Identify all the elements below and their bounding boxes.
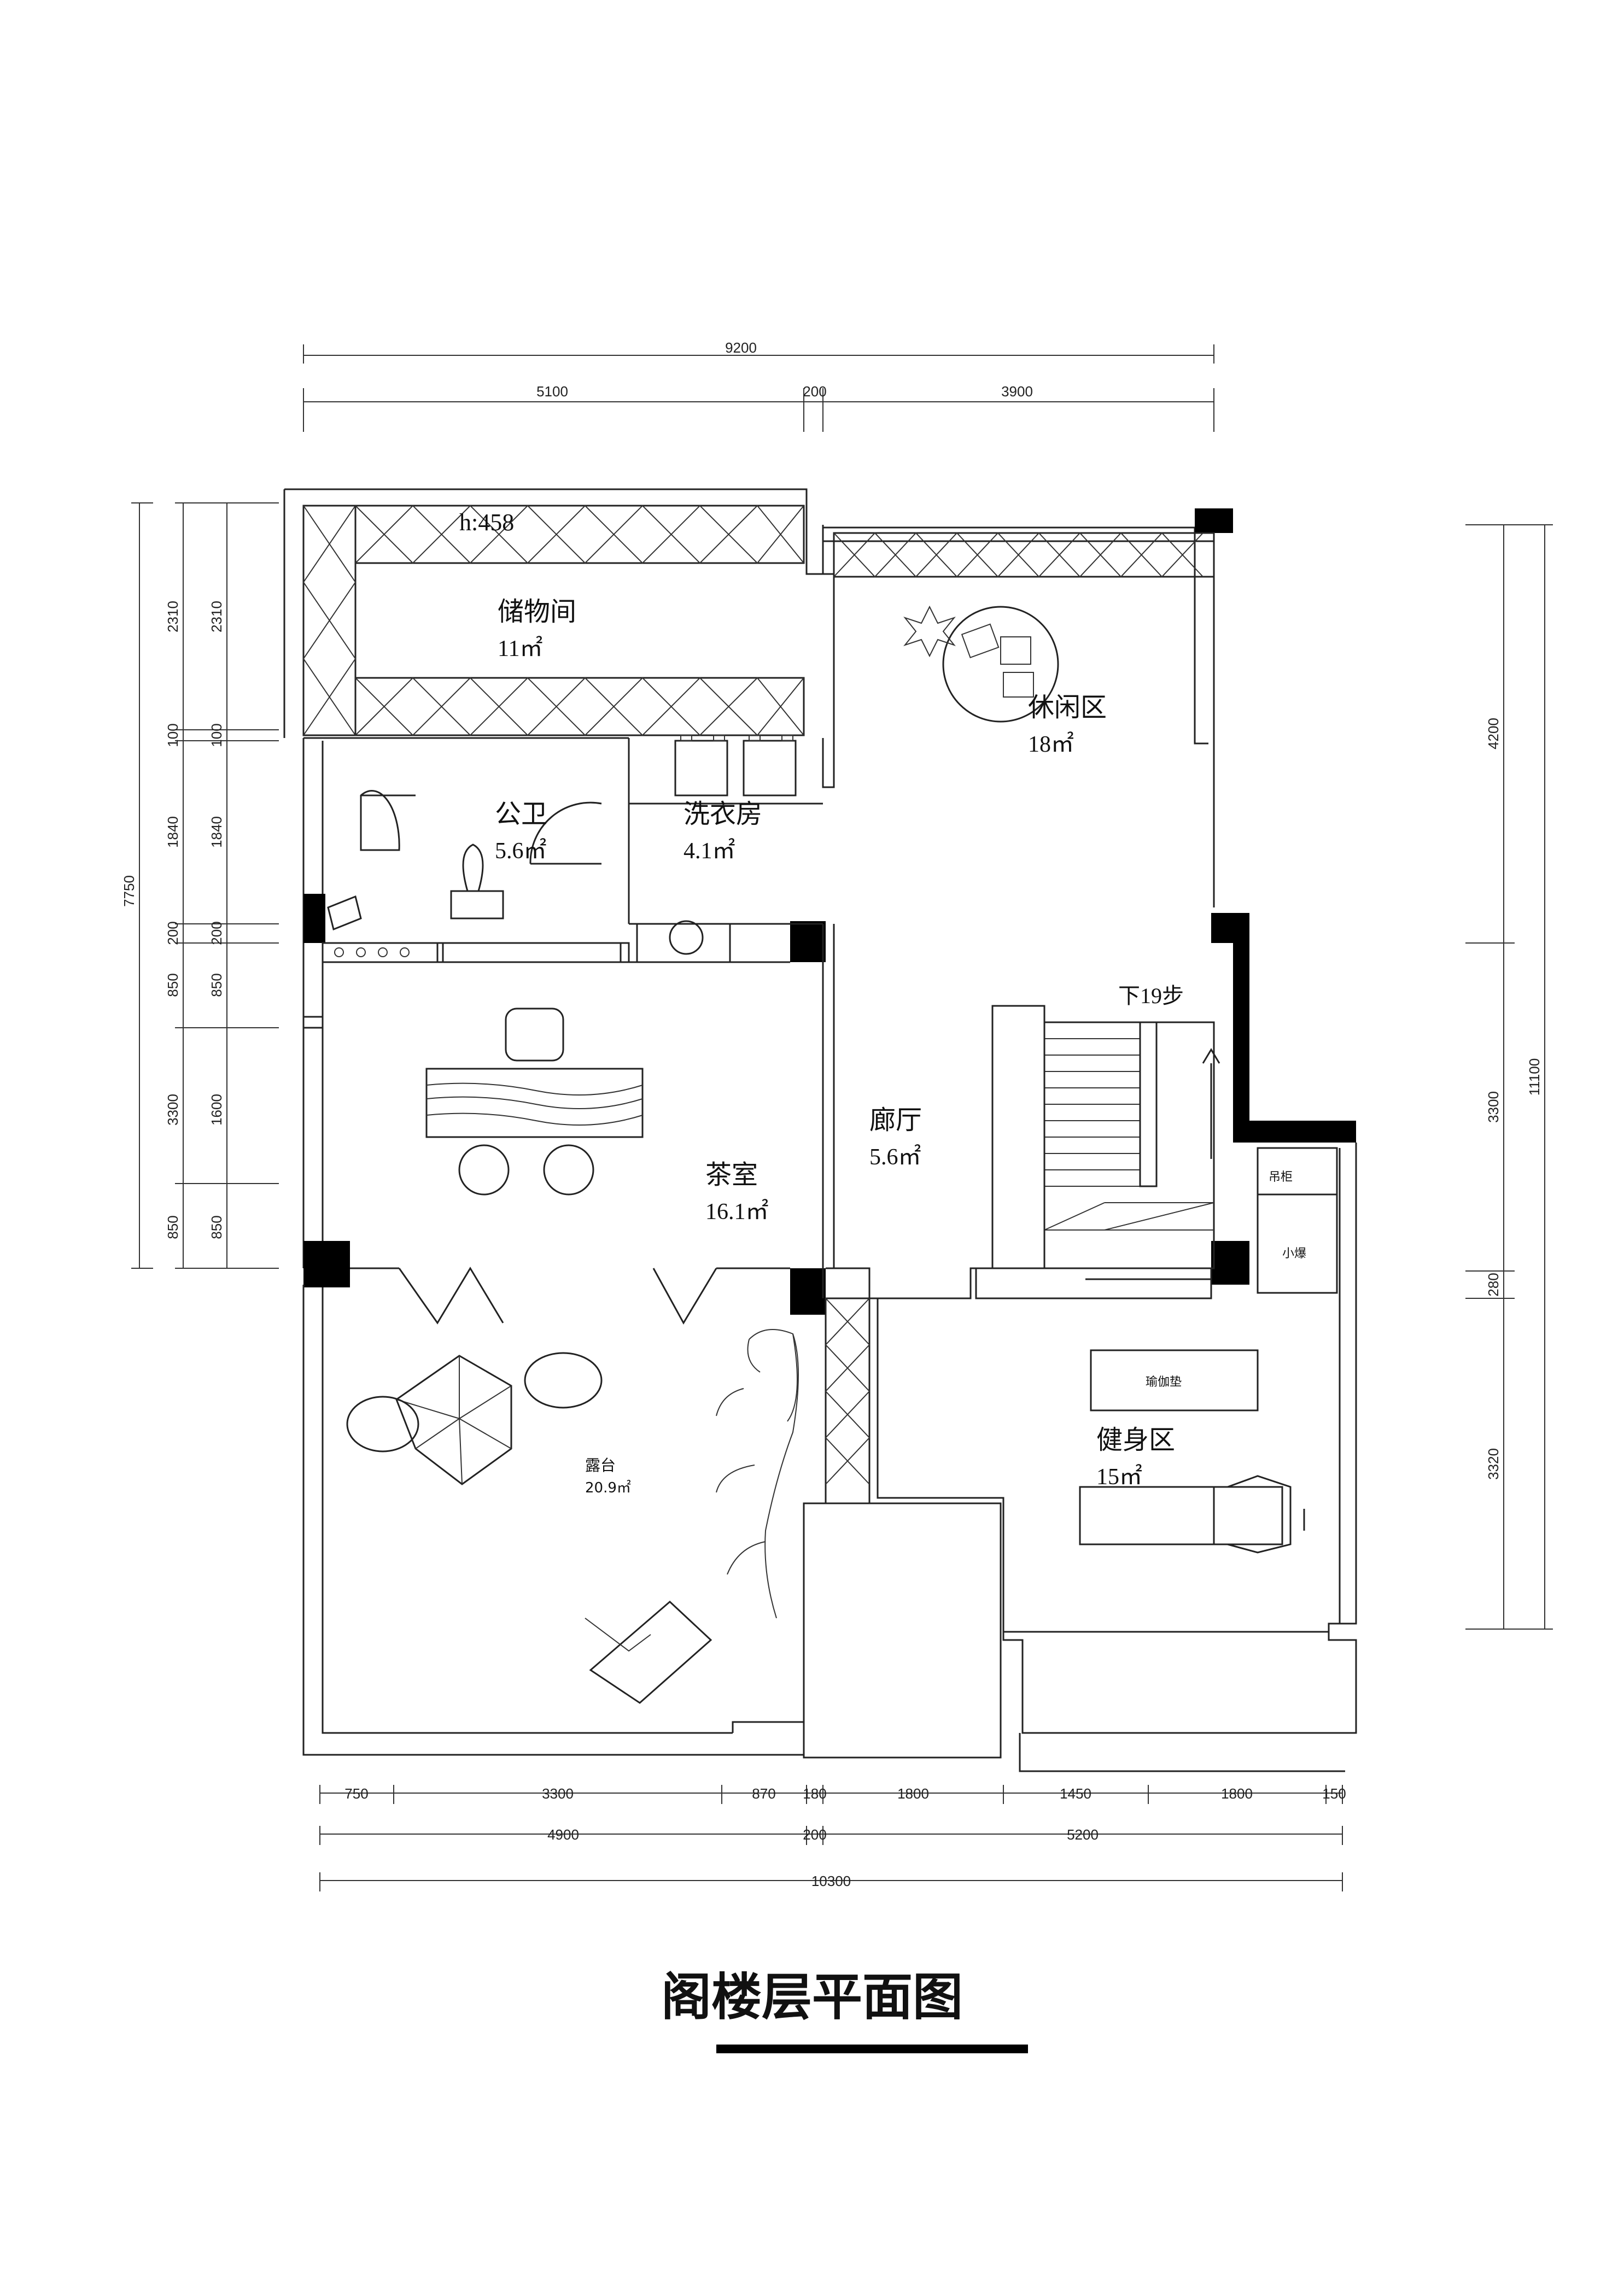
dim-right-inner-4: 3320 xyxy=(1485,1448,1502,1480)
cabinet-label: 吊柜 xyxy=(1269,1170,1293,1184)
gym-equipment xyxy=(1079,1349,1305,1554)
dim-bottom-4: 180 xyxy=(803,1785,826,1802)
dim-bottom-total: 10300 xyxy=(811,1873,851,1889)
dim-bottom-8: 150 xyxy=(1322,1785,1346,1802)
dim-top-c: 3900 xyxy=(1001,383,1033,400)
dim-left-mid-3: 1840 xyxy=(165,816,181,848)
dim-right-inner-1: 4200 xyxy=(1485,718,1502,749)
gym-area: 15㎡ xyxy=(1096,1464,1142,1490)
staircase xyxy=(975,1005,1220,1299)
dim-bottom-6: 1450 xyxy=(1060,1785,1091,1802)
terrace-name: 露台 xyxy=(585,1456,616,1474)
tea-area: 16.1㎡ xyxy=(705,1199,769,1225)
laundry-name: 洗衣房 xyxy=(684,799,762,829)
dim-top-total: 9200 xyxy=(725,339,757,356)
dim-left-inner-2: 100 xyxy=(208,723,225,747)
dim-bottom-1: 750 xyxy=(344,1785,368,1802)
storage-height: h:458 xyxy=(459,509,514,536)
tree-icon xyxy=(716,1329,799,1619)
small-bar-label: 小爆 xyxy=(1282,1247,1306,1261)
dim-bottom-row2-3: 5200 xyxy=(1067,1826,1099,1843)
small-bar-box xyxy=(1257,1193,1338,1294)
walls xyxy=(283,488,1357,1772)
dim-left-inner-7: 850 xyxy=(208,1215,225,1239)
terrace-area: 20.9㎡ xyxy=(585,1480,631,1496)
bottom-dimensions: 750 3300 870 180 1800 1450 1800 150 4900… xyxy=(319,1785,1346,1891)
dim-right-inner-3: 280 xyxy=(1485,1273,1502,1296)
plan-title: 阁楼层平面图 xyxy=(661,1968,1028,2053)
storage-area: 11㎡ xyxy=(498,636,542,661)
dim-right-outer: 11100 xyxy=(1526,1058,1543,1096)
dim-left-mid-2: 100 xyxy=(165,723,181,747)
dim-top-a: 5100 xyxy=(536,383,568,400)
dim-bottom-5: 1800 xyxy=(897,1785,929,1802)
dim-left-mid-1: 2310 xyxy=(165,601,181,632)
dim-left-inner-6: 1600 xyxy=(208,1094,225,1126)
top-dimensions: 9200 5100 200 3900 xyxy=(303,339,1214,432)
dim-bottom-row2-2: 200 xyxy=(803,1826,826,1843)
dim-bottom-2: 3300 xyxy=(542,1785,574,1802)
leisure-furniture xyxy=(903,605,1059,723)
dim-left-mid-5: 850 xyxy=(165,973,181,997)
laundry-area: 4.1㎡ xyxy=(684,838,735,864)
dim-left-mid-6: 3300 xyxy=(165,1094,181,1126)
stairs-label: 下19步 xyxy=(1118,983,1184,1008)
yoga-label: 瑜伽垫 xyxy=(1146,1375,1182,1389)
tea-room-furniture xyxy=(398,1008,717,1325)
storage-name: 储物间 xyxy=(498,596,576,627)
dim-left-mid-4: 200 xyxy=(165,921,181,945)
left-dimensions: 7750 2310 100 1840 200 850 3300 850 2310… xyxy=(121,502,279,1269)
dim-bottom-row2-1: 4900 xyxy=(547,1826,579,1843)
toilet-area: 5.6㎡ xyxy=(495,838,547,864)
dim-right-inner-2: 3300 xyxy=(1485,1091,1502,1123)
dim-left-outer: 7750 xyxy=(121,875,137,907)
gym-name: 健身区 xyxy=(1096,1425,1175,1455)
storage-cabinets xyxy=(302,505,1215,796)
dim-top-b: 200 xyxy=(803,383,826,400)
leisure-name: 休闲区 xyxy=(1028,692,1107,723)
toilet-fixtures xyxy=(322,789,731,963)
dim-left-inner-5: 850 xyxy=(208,973,225,997)
room-labels: h:458 储物间 11㎡ 休闲区 18㎡ 公卫 5.6㎡ 洗衣房 4.1㎡ 廊… xyxy=(459,509,1306,1496)
toilet-name: 公卫 xyxy=(495,799,547,829)
tea-name: 茶室 xyxy=(705,1159,758,1190)
dim-left-inner-1: 2310 xyxy=(208,601,225,632)
dim-bottom-7: 1800 xyxy=(1221,1785,1253,1802)
leisure-area: 18㎡ xyxy=(1028,731,1074,757)
hall-name: 廊厅 xyxy=(869,1105,922,1135)
hall-area: 5.6㎡ xyxy=(869,1144,921,1170)
dim-left-inner-4: 200 xyxy=(208,921,225,945)
page-title: 阁楼层平面图 xyxy=(661,1968,963,2026)
dim-left-inner-3: 1840 xyxy=(208,816,225,848)
dim-left-mid-7: 850 xyxy=(165,1215,181,1239)
dim-bottom-3: 870 xyxy=(752,1785,775,1802)
terrace-furniture xyxy=(346,1329,799,1704)
plant-icon xyxy=(903,605,956,658)
right-dimensions: 4200 3300 280 3320 11100 xyxy=(1465,524,1553,1630)
